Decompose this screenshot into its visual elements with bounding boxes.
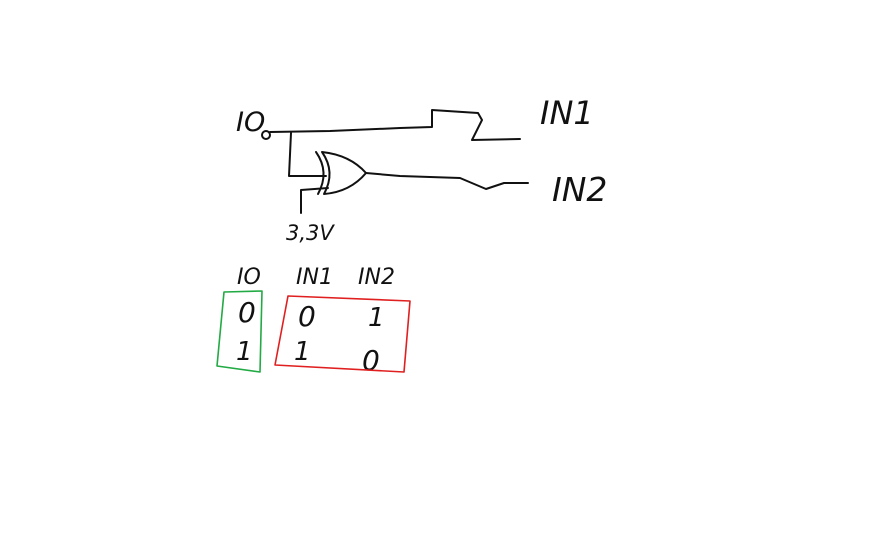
xor-body <box>321 151 367 195</box>
supply-label: 3,3V <box>286 221 335 245</box>
xor-extra-arc <box>315 151 325 195</box>
table-cell-r1-in2: 1 <box>368 303 385 333</box>
schematic: IO 3,3V IN1 IN2 <box>236 94 607 245</box>
table-cell-r1-io: 0 <box>238 296 256 329</box>
io-column-highlight <box>216 290 263 373</box>
in2-label: IN2 <box>552 170 607 209</box>
io-terminal <box>261 130 271 140</box>
wire-xor-to-in2 <box>365 172 529 190</box>
table-cell-r1-in1: 0 <box>298 300 316 333</box>
table-header-in1: IN1 <box>296 265 333 290</box>
wire-supply-to-xor <box>300 187 329 214</box>
table-header-in2: IN2 <box>358 265 395 290</box>
table-cell-r2-in1: 1 <box>294 337 311 367</box>
truth-table: IO IN1 IN2 0 0 1 1 1 0 <box>216 265 411 377</box>
table-header-io: IO <box>237 265 261 290</box>
wire-io-to-xor-input <box>288 132 327 177</box>
table-cell-r2-in2: 0 <box>362 344 380 377</box>
in1-label: IN1 <box>540 94 594 132</box>
inputs-columns-highlight <box>274 295 411 373</box>
table-cell-r2-io: 1 <box>236 337 253 367</box>
wire-io-to-in1 <box>269 109 521 141</box>
xor-gate <box>315 151 367 195</box>
io-label: IO <box>236 107 265 138</box>
